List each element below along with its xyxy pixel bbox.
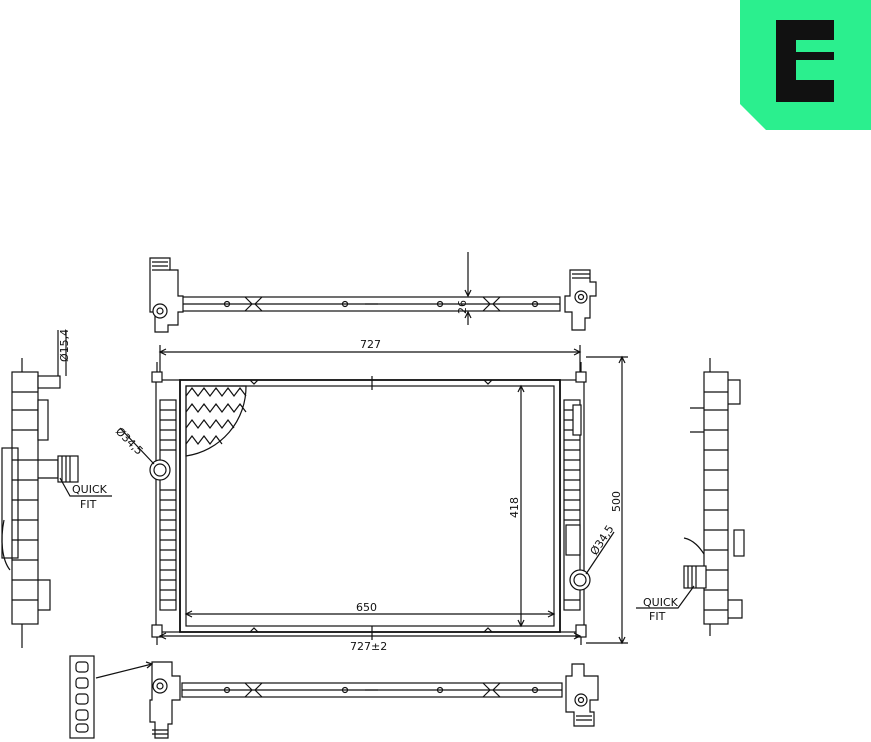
- bottom-width-label: 727±2: [350, 640, 387, 653]
- tank-height-label: 26: [456, 300, 469, 314]
- pipe-dia-right-label: Ø34,5: [588, 523, 617, 558]
- right-side-view: QUICK FIT: [636, 358, 745, 636]
- quick-fit-left-label-2: FIT: [80, 498, 97, 511]
- pipe-dia-small-label: Ø15,4: [58, 329, 71, 362]
- quick-fit-right-label-1: QUICK: [643, 596, 679, 609]
- top-width-label: 727: [360, 338, 381, 351]
- pipe-dia-left-label: Ø34,5: [113, 425, 146, 458]
- quick-fit-right-label-2: FIT: [649, 610, 666, 623]
- overall-height-label: 500: [610, 491, 623, 512]
- fin-texture: [185, 385, 247, 457]
- front-view: 727 500 418 650 727±2 Ø34,5 Ø34,5: [113, 338, 628, 653]
- core-width-label: 650: [356, 601, 377, 614]
- quick-fit-left-label-1: QUICK: [72, 483, 108, 496]
- core-height-label: 418: [508, 497, 521, 518]
- left-side-view: Ø15,4 QUICK FIT: [1, 329, 112, 648]
- connector-detail: [69, 655, 154, 739]
- top-view: 26: [149, 252, 597, 333]
- bottom-view: [149, 661, 599, 739]
- brand-logo: [740, 0, 871, 130]
